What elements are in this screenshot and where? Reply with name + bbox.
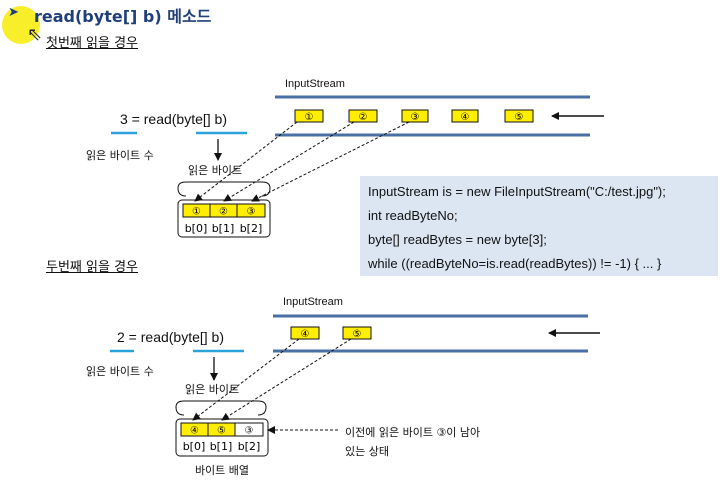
first-array-cell: ① [182, 203, 211, 218]
first-stream-label: InputStream [285, 78, 345, 90]
code-line: InputStream is = new FileInputStream("C:… [368, 184, 666, 199]
second-array-cell: ③ [234, 422, 264, 437]
second-case-heading: 두번째 읽을 경우 [46, 260, 138, 275]
second-stream-item-text: ⑤ [353, 329, 362, 340]
first-array-index: b[1] [212, 222, 235, 235]
first-array-cell-text: ③ [247, 207, 256, 218]
second-array-index: b[2] [238, 440, 261, 453]
code-line: while ((readByteNo=is.read(readBytes)) !… [368, 256, 662, 271]
second-array-index: b[0] [183, 440, 206, 453]
first-bytes-read-label: 읽은 바이트 수 [86, 149, 154, 162]
first-stream-item-text: ① [305, 112, 314, 123]
first-array-cell: ② [209, 203, 238, 218]
second-copy-arrow [192, 338, 300, 421]
second-stream-item: ④ [290, 326, 320, 340]
first-stream-item-text: ② [359, 112, 368, 123]
leftover-note: 이전에 읽은 바이트 ③이 남아 있는 상태 [345, 423, 480, 461]
first-array-index: b[0] [185, 222, 208, 235]
second-array-cell-text: ⑤ [217, 426, 226, 437]
code-line: int readByteNo; [368, 208, 458, 223]
first-stream-item-text: ④ [461, 112, 470, 123]
first-stream-item: ③ [401, 109, 429, 123]
note-line: 있는 상태 [345, 445, 389, 458]
first-copy-arrow [194, 121, 298, 202]
second-array-cell-text: ④ [190, 426, 199, 437]
first-array-index: b[2] [240, 222, 263, 235]
note-line: 이전에 읽은 바이트 ③이 남아 [345, 426, 481, 439]
first-read-bytes-label: 읽은 바이트 [188, 164, 242, 177]
code-line: byte[] readBytes = new byte[3]; [368, 232, 547, 247]
second-read-call: 2 = read(byte[] b) [117, 329, 224, 345]
second-stream-label: InputStream [283, 296, 343, 308]
first-stream-item: ⑤ [504, 109, 534, 123]
first-array-bracket [177, 181, 271, 197]
cursor-highlight [2, 6, 40, 44]
second-array-cell-text: ③ [245, 426, 254, 437]
first-array-cell-text: ① [192, 207, 201, 218]
first-read-call: 3 = read(byte[] b) [120, 111, 227, 127]
first-case-heading: 첫번째 읽을 경우 [46, 36, 138, 51]
second-array-bracket [175, 400, 267, 416]
page-title: read(byte[] b) 메소드 [34, 7, 212, 26]
second-copy-arrow [221, 338, 352, 421]
first-stream-item: ① [294, 109, 324, 123]
first-stream-item: ④ [451, 109, 479, 123]
second-array-cell: ⑤ [207, 422, 236, 437]
code-block: InputStream is = new FileInputStream("C:… [360, 176, 718, 276]
first-stream-item: ② [348, 109, 378, 123]
bullet-arrow-icon: ➤ [8, 5, 19, 20]
second-array-caption: 바이트 배열 [195, 464, 249, 477]
second-array-cell: ④ [180, 422, 209, 437]
mouse-pointer-icon: ⇖ [27, 24, 43, 45]
second-bytes-read-label: 읽은 바이트 수 [86, 365, 154, 378]
second-array-index: b[1] [210, 440, 233, 453]
first-array-cell-text: ② [219, 207, 228, 218]
second-stream-item: ⑤ [342, 326, 372, 340]
first-array-cell: ③ [236, 203, 266, 218]
first-stream-item-text: ③ [411, 112, 420, 123]
second-stream-item-text: ④ [301, 329, 310, 340]
first-stream-item-text: ⑤ [515, 112, 524, 123]
first-copy-arrow [251, 121, 410, 202]
first-copy-arrow [223, 121, 355, 202]
second-read-bytes-label: 읽은 바이트 [185, 383, 239, 396]
